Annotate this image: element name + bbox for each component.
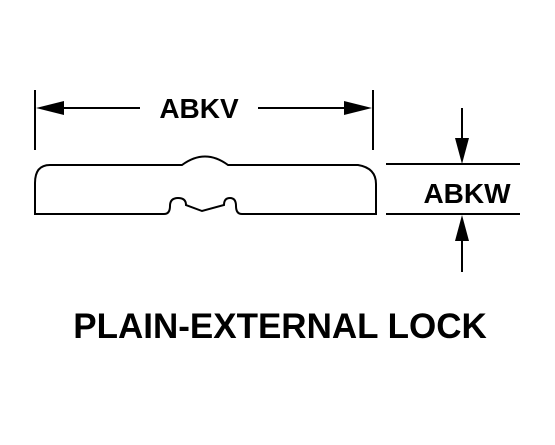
height-arrow-bottom (455, 215, 469, 241)
width-dimension-label: ABKV (159, 93, 239, 124)
lock-washer-profile (34, 155, 377, 215)
height-dimension-arrows (455, 108, 469, 272)
height-dimension-label: ABKW (423, 178, 511, 209)
diagram-caption: PLAIN-EXTERNAL LOCK (73, 307, 487, 346)
width-arrow-left (36, 101, 64, 115)
width-arrow-right (344, 101, 372, 115)
height-arrow-top (455, 138, 469, 164)
width-dimension-line (36, 101, 372, 115)
